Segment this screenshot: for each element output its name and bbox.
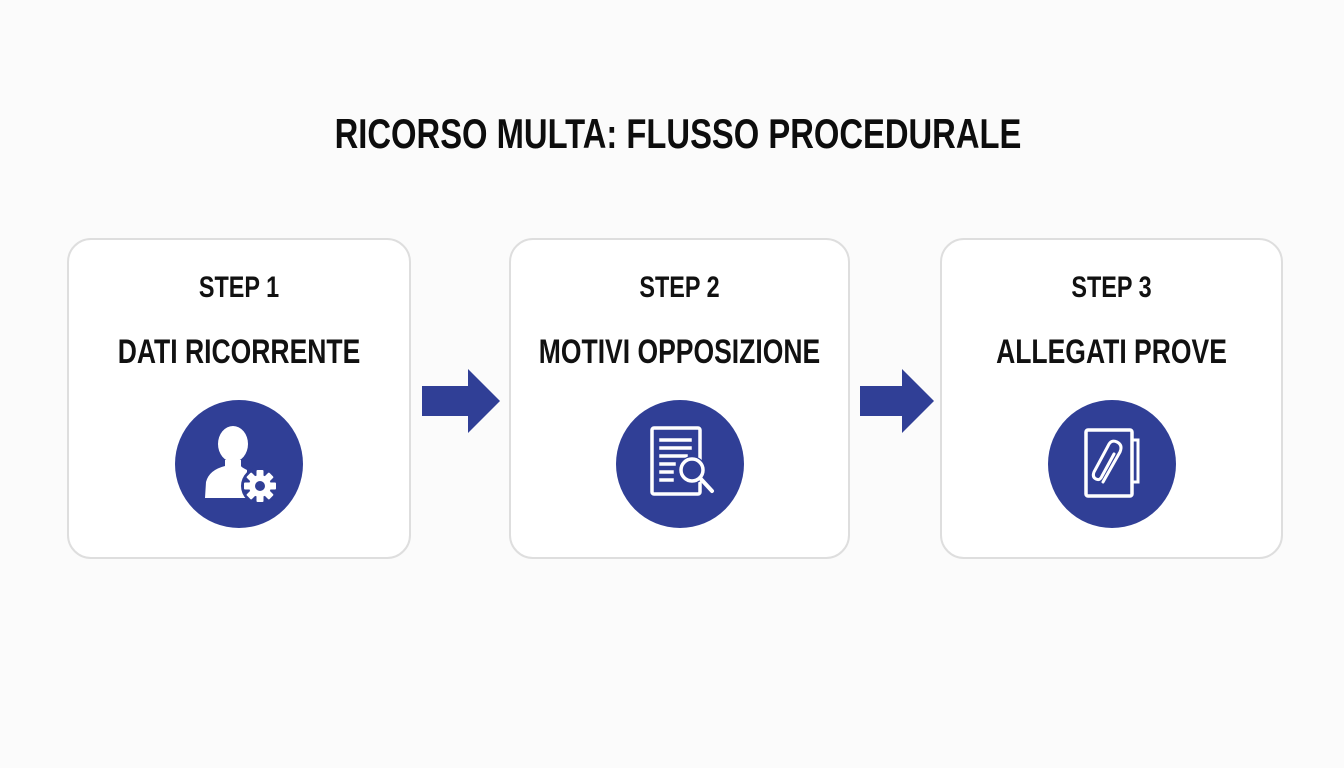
step-box-1: STEP 1 DATI RICORRENTE xyxy=(67,238,411,559)
diagram-title: RICORSO MULTA: FLUSSO PROCEDURALE xyxy=(334,110,1022,157)
document-search-icon xyxy=(649,426,714,496)
step-box-3: STEP 3 ALLEGATI PROVE xyxy=(940,238,1283,559)
step-label: STEP 1 xyxy=(198,271,280,304)
icon-circle xyxy=(615,400,744,528)
step-title: MOTIVI OPPOSIZIONE xyxy=(538,333,821,371)
step-title: ALLEGATI PROVE xyxy=(996,333,1227,371)
icon-circle xyxy=(1047,400,1176,528)
arrow-right-icon xyxy=(860,369,934,433)
paperclip-folder-icon xyxy=(1083,428,1139,498)
step-title: DATI RICORRENTE xyxy=(117,333,361,371)
icon-circle xyxy=(175,400,303,528)
user-gear-icon xyxy=(205,426,279,505)
step-box-2: STEP 2 MOTIVI OPPOSIZIONE xyxy=(509,238,850,559)
step-label: STEP 2 xyxy=(639,271,720,304)
arrow-right-icon xyxy=(422,369,500,433)
step-label: STEP 3 xyxy=(1071,271,1152,304)
